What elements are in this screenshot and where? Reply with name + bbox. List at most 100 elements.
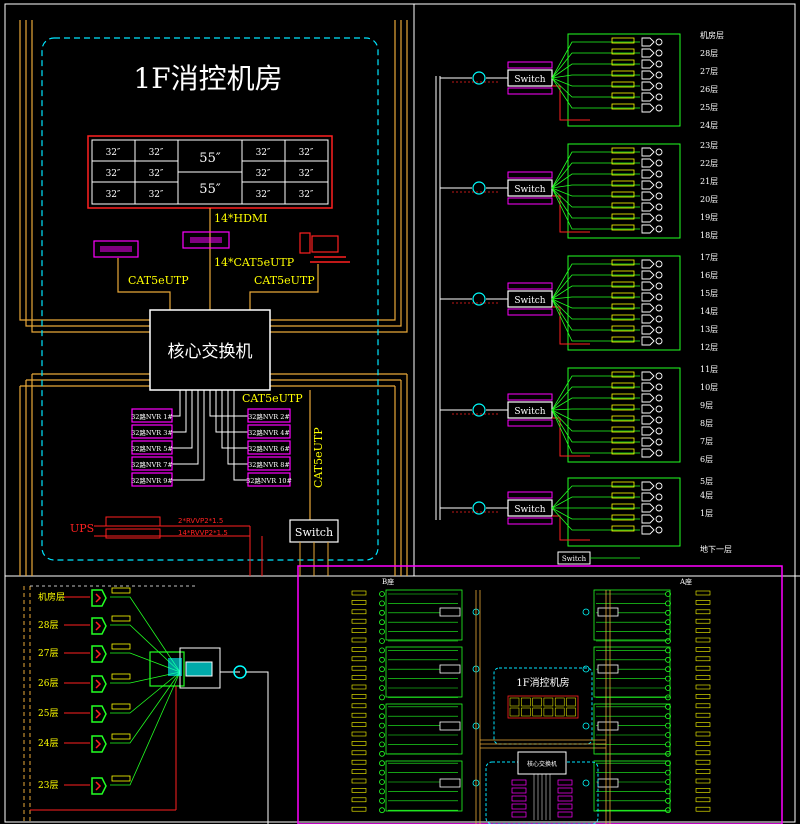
power-box: [507, 282, 553, 290]
ov-camera-icon: [379, 750, 385, 757]
ov-camera-icon: [379, 694, 385, 701]
floor-switch-label: Switch: [514, 75, 545, 85]
floor-label: 28层: [700, 49, 718, 58]
floor-label: 地下一层: [700, 544, 732, 554]
camera-label-box: [611, 281, 635, 288]
camera-icon: [641, 213, 655, 223]
camera-dome-icon: [655, 293, 663, 301]
optic-transceiver-icon: [472, 181, 486, 195]
building-label-left: B座: [382, 577, 394, 586]
network-device-inner: [100, 246, 132, 252]
floor-group-frame: [567, 255, 681, 351]
ov-optic-icon: [582, 608, 590, 616]
control-room-boundary: [41, 37, 379, 561]
hdmi-label: 14*HDMI: [214, 212, 268, 225]
ov-label-box: [351, 628, 367, 633]
monitor-32-label: 32″: [149, 169, 164, 179]
camera-label-box: [611, 48, 635, 55]
ov-monitor: [532, 697, 542, 707]
nvr-label: 32路NVR 3#: [131, 428, 173, 437]
ov-optic-icon: [582, 779, 590, 787]
floor-label: 5层: [700, 477, 713, 486]
switch-links: [299, 542, 329, 576]
elevator-camera-icon: [91, 705, 107, 723]
camera-link: [110, 624, 181, 673]
camera-dome-icon: [655, 260, 663, 268]
power-cable: [30, 686, 177, 811]
camera-icon: [641, 437, 655, 447]
camera-link: [110, 671, 181, 684]
camera-link: [551, 151, 640, 189]
ov-group-frame: [593, 589, 671, 641]
nvr-group-left: 32路NVR 1#32路NVR 3#32路NVR 5#32路NVR 7#32路N…: [131, 408, 173, 487]
ov-label-box: [695, 647, 711, 652]
ov-label-box: [695, 806, 711, 812]
floor-switch-label: Switch: [514, 296, 545, 306]
camera-link: [551, 409, 640, 432]
ov-monitor-wall: [507, 695, 579, 719]
core-switch-label: 核心交换机: [168, 342, 253, 362]
monitor-32-label: 32″: [299, 148, 314, 158]
camera-link: [551, 298, 640, 331]
ov-group-frame: [385, 760, 463, 812]
camera-link: [551, 173, 640, 189]
camera-link: [551, 263, 640, 300]
camera-label-box: [611, 336, 635, 343]
ov-bus: [480, 739, 606, 749]
monitor-32-label: 32″: [256, 169, 271, 179]
camera-label-box: [611, 404, 635, 411]
optic-transceiver-icon: [472, 403, 486, 417]
ov-nvr: [557, 787, 573, 794]
floor-label: 9层: [700, 401, 713, 410]
floor-label: 16层: [700, 271, 718, 280]
camera-icon: [641, 415, 655, 425]
camera-icon: [641, 382, 655, 392]
floor-label: 23层: [700, 141, 718, 150]
floor-label: 15层: [700, 289, 718, 298]
camera-label-box: [111, 615, 131, 622]
camera-mark-icon: [95, 739, 102, 749]
ov-monitor: [532, 707, 542, 717]
nvr-box: [131, 456, 173, 471]
camera-dome-icon: [655, 71, 663, 79]
camera-link: [551, 187, 640, 208]
camera-dome-icon: [655, 214, 663, 222]
ups-box-2: [105, 528, 161, 539]
ov-label-box: [695, 731, 711, 737]
ov-optic-icon: [582, 665, 590, 673]
ov-group-frame: [385, 589, 463, 641]
camera-label-box: [611, 503, 635, 510]
link-right: [249, 264, 319, 310]
camera-icon: [641, 191, 655, 201]
camera-label-box: [611, 70, 635, 77]
camera-link: [551, 74, 640, 79]
ov-title: 1F消控机房: [516, 676, 569, 689]
ov-camera-icon: [379, 675, 385, 682]
floor-label: 22层: [700, 159, 718, 168]
ov-monitor: [543, 697, 554, 707]
camera-icon: [641, 514, 655, 524]
elevator-floor-label: 25层: [38, 708, 58, 719]
camera-dome-icon: [655, 504, 663, 512]
camera-icon: [641, 169, 655, 179]
camera-link: [110, 671, 181, 714]
ov-camera-icon: [379, 713, 385, 720]
ov-camera-icon: [379, 666, 385, 673]
bus-lines: [19, 20, 408, 576]
ov-monitor: [509, 697, 520, 707]
camera-mark-icon: [95, 649, 102, 659]
camera-icon: [641, 48, 655, 58]
camera-label-box: [611, 426, 635, 433]
monitor-32-label: 32″: [106, 190, 121, 200]
monitor-55-label: 55″: [199, 182, 221, 197]
camera-label-box: [611, 292, 635, 299]
power-box: [507, 517, 553, 525]
camera-link: [551, 63, 640, 79]
nvr-label: 32路NVR 7#: [131, 460, 173, 469]
camera-icon: [641, 292, 655, 302]
ov-label-box: [351, 759, 367, 765]
ov-label-box: [695, 703, 711, 709]
ov-switch: [597, 664, 619, 674]
nvr-link: [172, 390, 187, 433]
nvr-link: [221, 390, 248, 449]
